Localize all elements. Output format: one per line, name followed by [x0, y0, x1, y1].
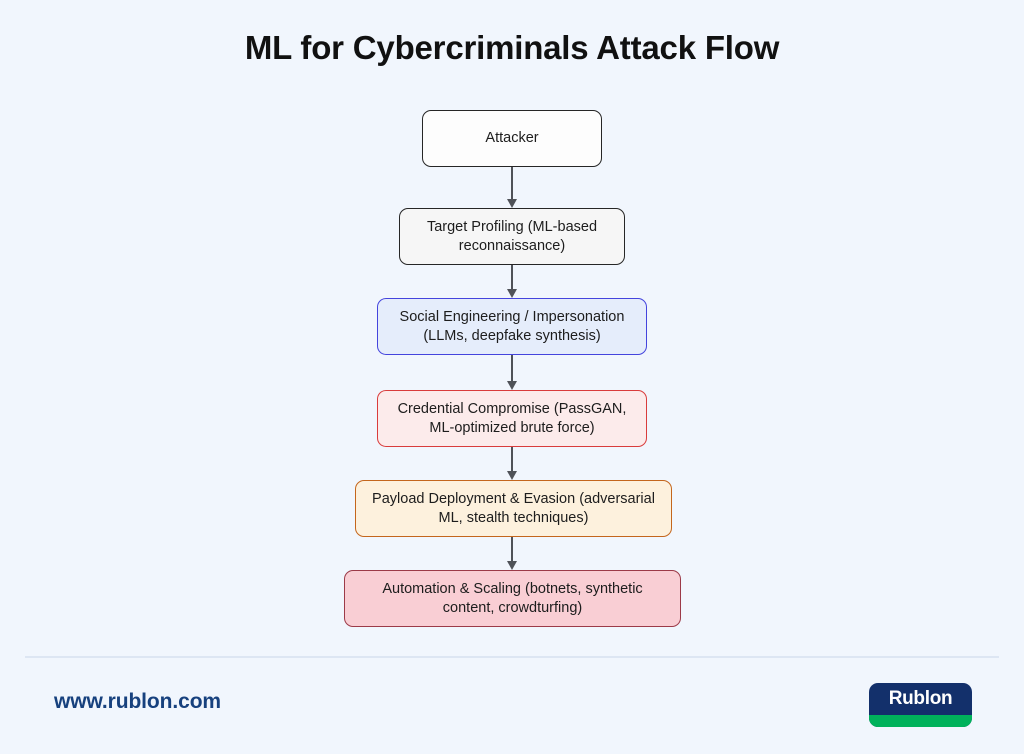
flow-node-label: Attacker: [485, 130, 539, 146]
flow-node-social-engineering: Social Engineering / Impersonation (LLMs…: [377, 298, 647, 355]
footer-divider: [25, 656, 999, 658]
flow-node-automation-scaling: Automation & Scaling (botnets, synthetic…: [344, 570, 681, 627]
rublon-logo-text: Rublon: [888, 688, 953, 709]
flow-arrow-payload-deployment-to-automation-scaling: [507, 537, 517, 570]
flow-arrow-target-profiling-to-social-engineering: [507, 265, 517, 298]
flow-node-target-profiling: Target Profiling (ML-based reconnaissanc…: [399, 208, 625, 265]
attack-flow-diagram: Attacker Target Profiling (ML-based reco…: [0, 110, 1024, 640]
flow-node-label: Payload Deployment & Evasion (adversaria…: [372, 490, 655, 526]
flow-node-credential-compromise: Credential Compromise (PassGAN, ML-optim…: [377, 390, 647, 447]
flow-node-label: Target Profiling (ML-based reconnaissanc…: [426, 218, 598, 254]
flow-node-label: Social Engineering / Impersonation (LLMs…: [399, 308, 625, 344]
rublon-logo-green-bar: [869, 715, 972, 727]
page-title: ML for Cybercriminals Attack Flow: [244, 29, 780, 66]
flow-node-label: Automation & Scaling (botnets, synthetic…: [382, 580, 643, 616]
footer-website-url[interactable]: www.rublon.com: [54, 690, 221, 713]
flow-node-payload-deployment: Payload Deployment & Evasion (adversaria…: [355, 480, 672, 537]
flow-arrow-attacker-to-target-profiling: [507, 167, 517, 208]
flow-node-attacker: Attacker: [422, 110, 602, 167]
flow-arrow-social-engineering-to-credential-compromise: [507, 355, 517, 390]
flow-arrow-credential-compromise-to-payload-deployment: [507, 447, 517, 480]
flow-node-label: Credential Compromise (PassGAN, ML-optim…: [397, 400, 627, 436]
rublon-logo: Rublon: [869, 683, 972, 727]
